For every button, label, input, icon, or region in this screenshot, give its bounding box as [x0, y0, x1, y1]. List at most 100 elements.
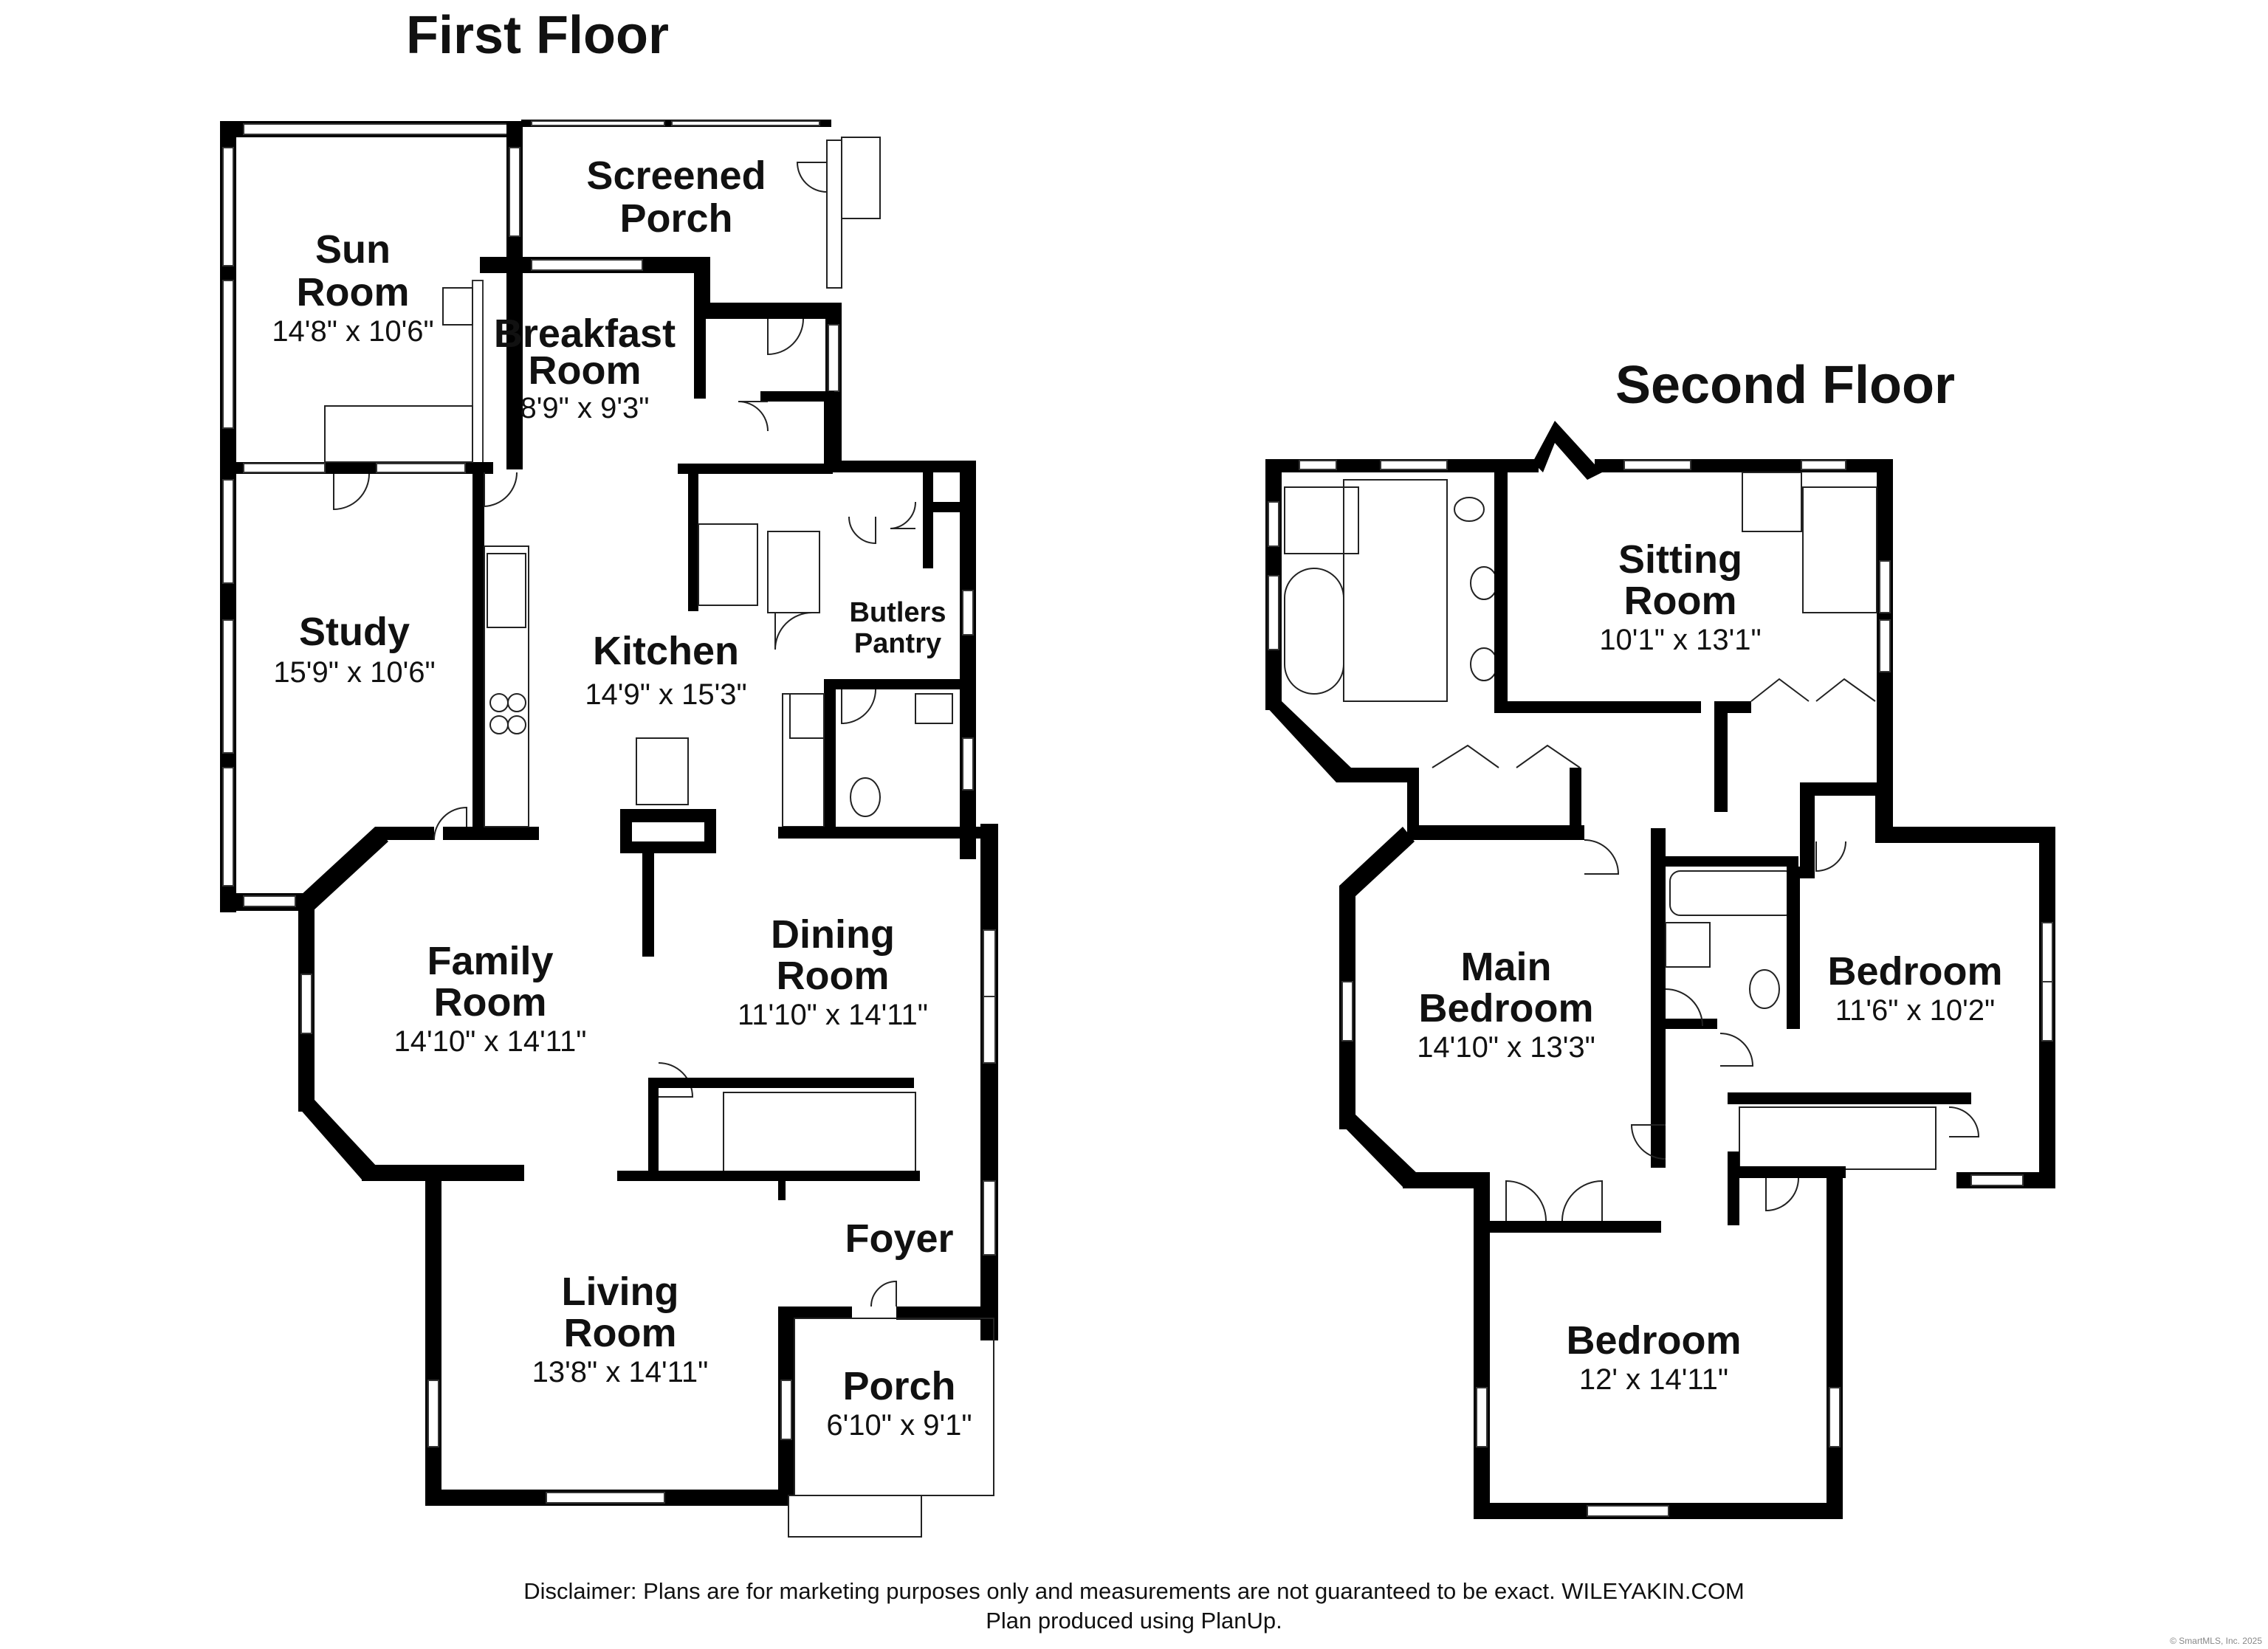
- wall: [923, 472, 933, 568]
- wall: [1339, 1115, 1418, 1187]
- window: [962, 590, 974, 636]
- disclaimer-text: Disclaimer: Plans are for marketing purp…: [523, 1578, 1745, 1604]
- wall: [923, 502, 967, 512]
- sitting-room-label-2: Room: [1624, 579, 1737, 623]
- wall: [1533, 421, 1602, 480]
- window: [828, 324, 839, 392]
- main-bedroom-dims: 14'10" x 13'3": [1417, 1031, 1595, 1064]
- wall: [824, 399, 837, 472]
- wall: [827, 679, 960, 689]
- wall: [896, 1307, 997, 1320]
- sun-room-label-2: Room: [297, 270, 410, 314]
- wall: [760, 391, 834, 402]
- wall: [620, 841, 716, 853]
- screened-porch-label: Screened: [586, 154, 766, 198]
- door-icon: [841, 689, 876, 725]
- door-icon: [796, 162, 828, 193]
- dining-room-label: Dining: [771, 912, 895, 957]
- porch-label: Porch: [842, 1364, 955, 1408]
- first-floor-labels: Screened Porch Sun Room 14'8" x 10'6" Br…: [272, 154, 972, 1442]
- wall: [1407, 768, 1419, 827]
- second-floor-labels: Sitting Room 10'1" x 13'1" Main Bedroom …: [1417, 537, 2002, 1396]
- window: [487, 553, 526, 628]
- door-icon: [774, 612, 813, 650]
- window: [1801, 460, 1846, 470]
- living-room-dims: 13'8" x 14'11": [532, 1356, 709, 1388]
- breakfast-room-label: Breakfast: [494, 311, 676, 356]
- bedroom-south-dims: 12' x 14'11": [1579, 1363, 1728, 1396]
- shower-icon: [1284, 486, 1359, 554]
- window: [1970, 1174, 2024, 1186]
- second-floor-title: Second Floor: [1615, 356, 1955, 415]
- steps: [788, 1495, 922, 1538]
- window: [983, 929, 996, 997]
- door-icon: [848, 516, 876, 545]
- stairs: [723, 1092, 916, 1174]
- closet: [1742, 472, 1802, 532]
- porch-dims: 6'10" x 9'1": [826, 1409, 972, 1442]
- wall: [778, 1181, 786, 1200]
- wall: [375, 827, 434, 840]
- living-room-label: Living: [562, 1270, 679, 1314]
- wall: [827, 461, 975, 472]
- wall: [443, 827, 539, 840]
- door-icon: [1765, 1177, 1799, 1212]
- wall: [1728, 1166, 1846, 1178]
- stairs: [767, 531, 820, 613]
- wall: [472, 472, 484, 834]
- copyright-text: © SmartMLS, Inc. 2025: [2170, 1636, 2262, 1646]
- counter: [484, 545, 529, 827]
- sun-room-label: Sun: [315, 227, 391, 272]
- kitchen-label: Kitchen: [593, 629, 739, 673]
- wall: [1494, 701, 1701, 713]
- wall: [1800, 782, 1815, 878]
- main-bedroom-label-2: Bedroom: [1418, 986, 1593, 1030]
- wall: [778, 827, 992, 839]
- toilet-icon: [1454, 497, 1485, 522]
- wall: [980, 824, 998, 1340]
- wall: [694, 317, 706, 399]
- wall: [1827, 1172, 1843, 1519]
- door-icon: [1630, 1124, 1666, 1160]
- wall: [298, 1100, 377, 1180]
- main-bedroom-label: Main: [1460, 945, 1551, 989]
- wall: [1875, 827, 2052, 843]
- wall: [617, 1171, 920, 1181]
- wall: [648, 1078, 659, 1174]
- sink-icon: [1665, 922, 1711, 968]
- window: [222, 479, 234, 584]
- window: [1268, 501, 1279, 547]
- kitchen-dims: 14'9" x 15'3": [585, 678, 746, 711]
- window: [243, 895, 296, 907]
- screened-porch-label-2: Porch: [619, 196, 732, 241]
- bathtub-icon: [1284, 568, 1344, 695]
- dining-room-label-2: Room: [777, 954, 890, 998]
- wall: [1339, 827, 1415, 898]
- wall: [425, 1178, 441, 1503]
- window: [427, 1380, 439, 1447]
- wall: [300, 827, 388, 911]
- window: [222, 767, 234, 887]
- window: [376, 463, 466, 473]
- stairs: [1802, 486, 1877, 613]
- sitting-room-label: Sitting: [1618, 537, 1742, 582]
- wall: [688, 464, 698, 611]
- wall: [678, 464, 833, 474]
- steps: [841, 137, 881, 219]
- breakfast-room-dims: 8'9" x 9'3": [520, 392, 650, 424]
- door-icon: [1665, 988, 1703, 1027]
- foyer-label: Foyer: [845, 1216, 953, 1261]
- window: [962, 737, 974, 791]
- window: [983, 996, 996, 1064]
- door-icon: [890, 501, 917, 529]
- sink-icon: [442, 287, 473, 326]
- door-icon: [1505, 1180, 1603, 1222]
- wall: [1787, 867, 1800, 1029]
- second-floor: Second Floor: [1265, 356, 2055, 1519]
- window: [472, 280, 484, 473]
- door-icon: [1584, 839, 1620, 875]
- wall: [1265, 701, 1351, 782]
- dining-room-dims: 11'10" x 14'11": [738, 999, 928, 1031]
- wall: [1875, 782, 1893, 834]
- door-icon: [658, 1062, 694, 1098]
